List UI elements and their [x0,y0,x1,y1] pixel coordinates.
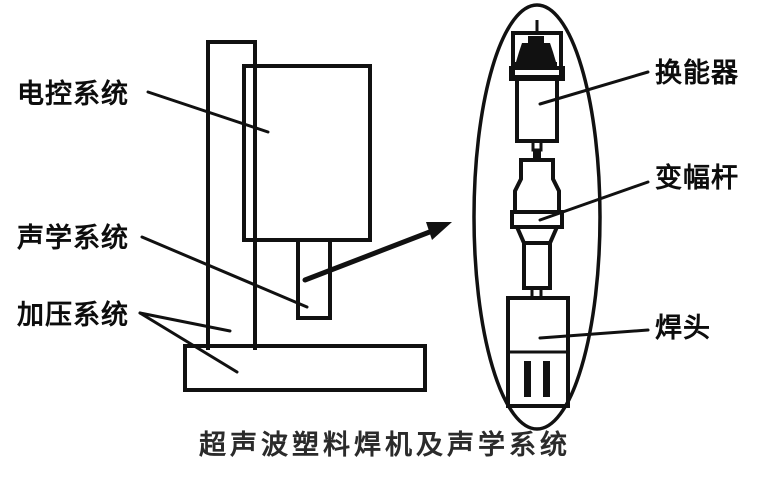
welding-head-assembly [506,296,570,408]
left-leader-lines [138,90,309,374]
label-welding-head: 焊头 [655,313,711,344]
machine-base [183,344,427,392]
detail-ellipse-outline [472,3,602,431]
transducer-connector-cap [528,36,544,43]
horn-assembly [510,150,564,300]
control-box [242,64,372,242]
figure-caption: 超声波塑料焊机及声学系统 [199,430,571,461]
machine-column [206,40,257,350]
label-transducer: 换能器 [655,58,739,89]
leader-acoustic [140,235,309,309]
label-acoustic-system: 声学系统 [17,223,129,254]
leader-pressure-base [138,311,239,374]
pressure-ram [296,238,332,320]
transducer-assembly [509,20,565,152]
horn-neck-taper [513,225,561,245]
leader-transducer [538,70,650,106]
leader-electrical-control [146,90,270,134]
right-leader-lines [538,70,650,340]
welding-head-slot-right [543,361,550,397]
label-pressure-system: 加压系统 [17,300,129,331]
leader-horn [538,180,650,222]
horn-upper-body [513,158,561,214]
label-horn: 变幅杆 [655,163,739,194]
transducer-connector-base [515,62,557,68]
transducer-output-stud [531,139,543,152]
leader-welding-head [538,328,650,340]
detail-callout-arrow [302,222,452,283]
horn-lower-body [522,241,552,290]
machine-drawing [183,40,427,392]
transducer-connector-body [516,43,556,62]
transducer-body [515,77,559,143]
callout-arrow-head [426,222,452,240]
label-electrical-control-system: 电控系统 [17,79,129,110]
leader-pressure-column [138,311,232,333]
callout-arrow-shaft [302,225,443,283]
horn-input-stud [533,150,541,160]
welding-head-slot-left [524,361,531,397]
